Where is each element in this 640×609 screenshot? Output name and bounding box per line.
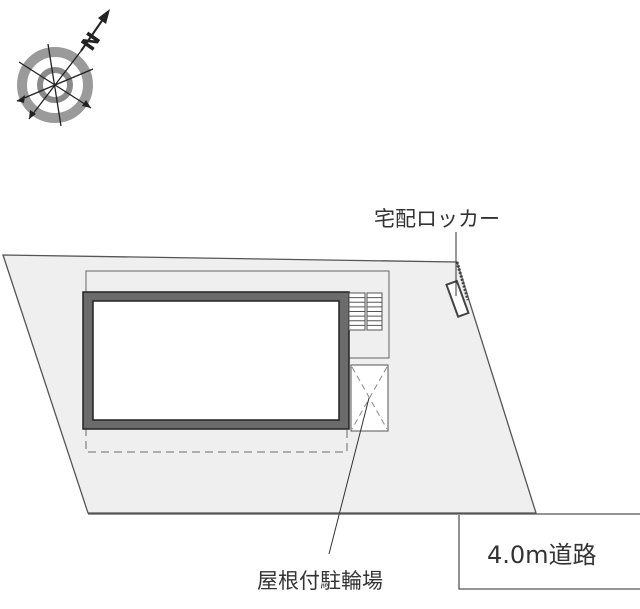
- road-label: 4.0m道路: [487, 541, 597, 569]
- road-outline: [458, 515, 640, 590]
- bicycle-parking-label: 屋根付駐輪場: [257, 569, 383, 593]
- staircase-icon: [348, 292, 383, 331]
- bicycle-leader-line: [328, 397, 370, 555]
- building: [82, 291, 350, 430]
- north-arrow-compass-icon: N: [16, 9, 110, 127]
- delivery-locker-label: 宅配ロッカー: [374, 207, 500, 231]
- covered-bicycle-parking: [350, 364, 389, 432]
- delivery-locker: [445, 261, 470, 318]
